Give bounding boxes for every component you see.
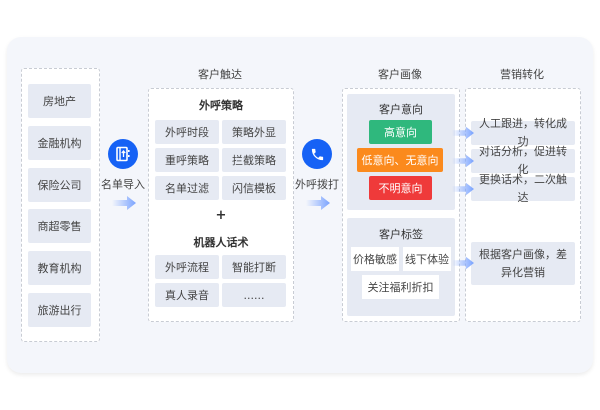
- intent-tag: 不明意向: [369, 176, 432, 200]
- industry-item: 保险公司: [28, 167, 91, 202]
- industry-item: 教育机构: [28, 251, 91, 286]
- strategy-item: 外呼时段: [155, 120, 219, 144]
- tag-chip: 关注福利折扣: [362, 275, 439, 299]
- strategy-item: 闪信模板: [222, 176, 286, 200]
- import-circle: [108, 139, 138, 169]
- reach-title: 客户触达: [198, 68, 242, 81]
- strategy-item: 拦截策略: [222, 148, 286, 172]
- dial-circle: [302, 139, 332, 169]
- conversion-item: 对话分析，促进转化: [471, 145, 575, 176]
- script-title: 机器人话术: [193, 236, 249, 249]
- tag-chip: 线下体验: [403, 247, 451, 271]
- script-item: 真人录音: [155, 283, 219, 307]
- arrow-icon: [452, 154, 474, 168]
- conversion-item: 更换话术，二次触达: [471, 173, 575, 204]
- intent-tag: 低意向、无意向: [357, 148, 443, 172]
- contact-book-icon: [116, 146, 130, 162]
- arrow-icon: [306, 196, 330, 210]
- profile-title: 客户画像: [378, 68, 422, 81]
- script-item: 外呼流程: [155, 255, 219, 279]
- script-item: ......: [222, 283, 286, 307]
- strategy-item: 重呼策略: [155, 148, 219, 172]
- conversion-item: 根据客户画像，差异化营销: [471, 242, 575, 285]
- dial-label: 外呼拨打: [295, 178, 339, 191]
- conversion-item: 人工跟进，转化成功: [471, 117, 575, 148]
- intent-title: 客户意向: [379, 103, 423, 116]
- plus-sign: +: [215, 208, 227, 223]
- arrow-icon: [452, 182, 474, 196]
- industry-item: 商超零售: [28, 209, 91, 244]
- industry-item: 旅游出行: [28, 293, 91, 327]
- strategy-item: 名单过滤: [155, 176, 219, 200]
- arrow-icon: [452, 256, 474, 270]
- strategy-item: 策略外显: [222, 120, 286, 144]
- import-label: 名单导入: [101, 178, 145, 191]
- strategy-title: 外呼策略: [199, 99, 243, 112]
- arrow-icon: [112, 196, 136, 210]
- script-item: 智能打断: [222, 255, 286, 279]
- industry-item: 金融机构: [28, 125, 91, 160]
- tag-chip: 价格敏感: [351, 247, 399, 271]
- conversion-title: 营销转化: [500, 68, 544, 81]
- intent-tag: 高意向: [369, 120, 432, 144]
- tags-title: 客户标签: [379, 228, 423, 241]
- phone-icon: [311, 148, 323, 160]
- industry-item: 房地产: [28, 84, 91, 118]
- arrow-icon: [452, 126, 474, 140]
